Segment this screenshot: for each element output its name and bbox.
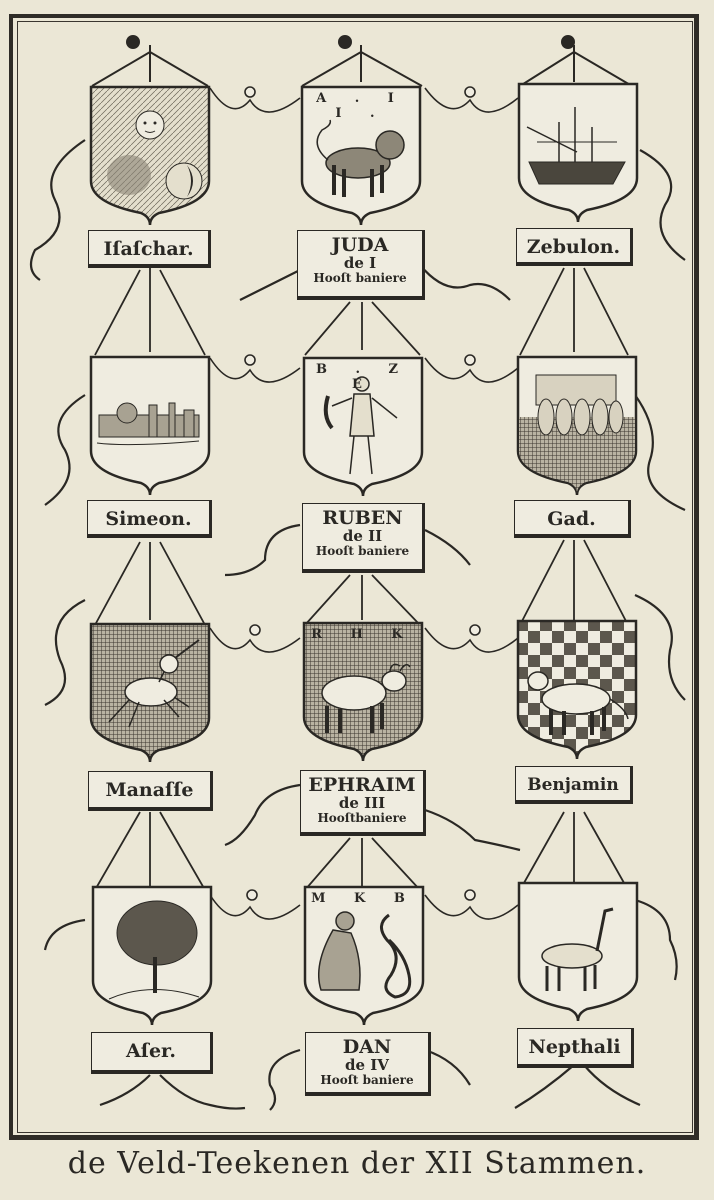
shield-issachar — [89, 85, 211, 227]
label-manasse: Manaſſe — [88, 771, 213, 811]
inner-frame — [17, 21, 693, 1133]
shield-simeon — [89, 355, 211, 497]
shield-aser — [91, 885, 213, 1027]
label-zebulon: Zebulon. — [516, 228, 633, 266]
shield-ephraim: R H K — [302, 621, 424, 763]
label-aser: Aſer. — [91, 1032, 213, 1074]
shield-zebulon — [517, 82, 639, 224]
label-simeon: Simeon. — [87, 500, 212, 538]
label-issachar: Iſaſchar. — [88, 230, 211, 268]
label-juda: JUDA de I Hooſt baniere — [297, 230, 425, 300]
shield-manasse — [89, 622, 211, 764]
shield-dan: M K B — [303, 885, 425, 1027]
shield-gad — [516, 355, 638, 497]
shield-ruben: B . Z E — [302, 356, 424, 498]
label-nepthali: Nepthali — [517, 1028, 634, 1068]
page-title: de Veld-Teekenen der XII Stammen. — [67, 1146, 647, 1181]
outer-frame — [9, 14, 699, 1140]
label-gad: Gad. — [514, 500, 631, 538]
shield-benjamin — [516, 619, 638, 761]
label-benjamin: Benjamin — [515, 766, 633, 804]
label-dan: DAN de IV Hooſt baniere — [305, 1032, 431, 1096]
label-ephraim: EPHRAIM de III Hooſtbaniere — [300, 770, 426, 836]
shield-juda: A . I I . — [300, 85, 422, 227]
label-ruben: RUBEN de II Hooſt baniere — [302, 503, 425, 573]
shield-nepthali — [517, 881, 639, 1023]
